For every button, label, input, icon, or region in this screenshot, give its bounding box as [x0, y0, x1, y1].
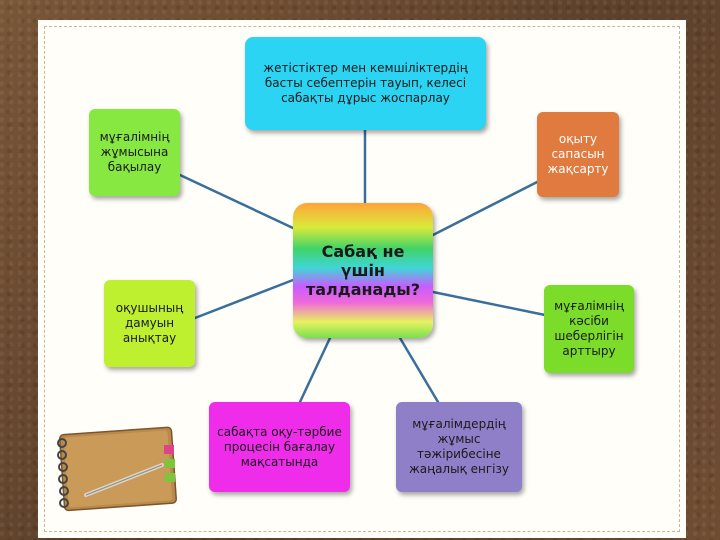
- node-left: оқушының дамуын анықтау: [104, 280, 195, 367]
- connector-right: [431, 290, 547, 317]
- connector-bottom-right: [398, 336, 440, 404]
- connector-left: [193, 278, 295, 320]
- connector-top-right: [431, 176, 547, 237]
- node-bottom-left: сабақта оқу-тәрбие процесін бағалау мақс…: [209, 402, 350, 492]
- notebook-icon: [57, 426, 177, 512]
- node-right: мұғалімнің кәсіби шеберлігін арттыру: [544, 285, 634, 373]
- node-left-label: оқушының дамуын анықтау: [115, 301, 184, 345]
- connector-bottom-left: [298, 336, 332, 404]
- node-top-left: мұғалімнің жұмысына бақылау: [89, 109, 180, 196]
- node-right-label: мұғалімнің кәсіби шеберлігін арттыру: [554, 299, 624, 358]
- center-node: Сабақ не үшін талданады?: [293, 203, 433, 338]
- connector-top-left: [178, 173, 295, 230]
- node-bottom-right: мұғалімдердің жұмыс тәжірибесіне жаңалық…: [396, 402, 522, 492]
- node-top-right-label: оқыту сапасын жақсарту: [547, 132, 609, 176]
- center-node-label: Сабақ не үшін талданады?: [305, 242, 421, 299]
- node-top: жетістіктер мен кемшіліктердің басты себ…: [245, 37, 486, 130]
- node-top-label: жетістіктер мен кемшіліктердің басты себ…: [263, 61, 468, 105]
- node-bottom-right-label: мұғалімдердің жұмыс тәжірибесіне жаңалық…: [408, 417, 509, 476]
- node-bottom-left-label: сабақта оқу-тәрбие процесін бағалау мақс…: [217, 424, 342, 469]
- node-top-right: оқыту сапасын жақсарту: [537, 112, 619, 197]
- node-top-left-label: мұғалімнің жұмысына бақылау: [99, 130, 170, 174]
